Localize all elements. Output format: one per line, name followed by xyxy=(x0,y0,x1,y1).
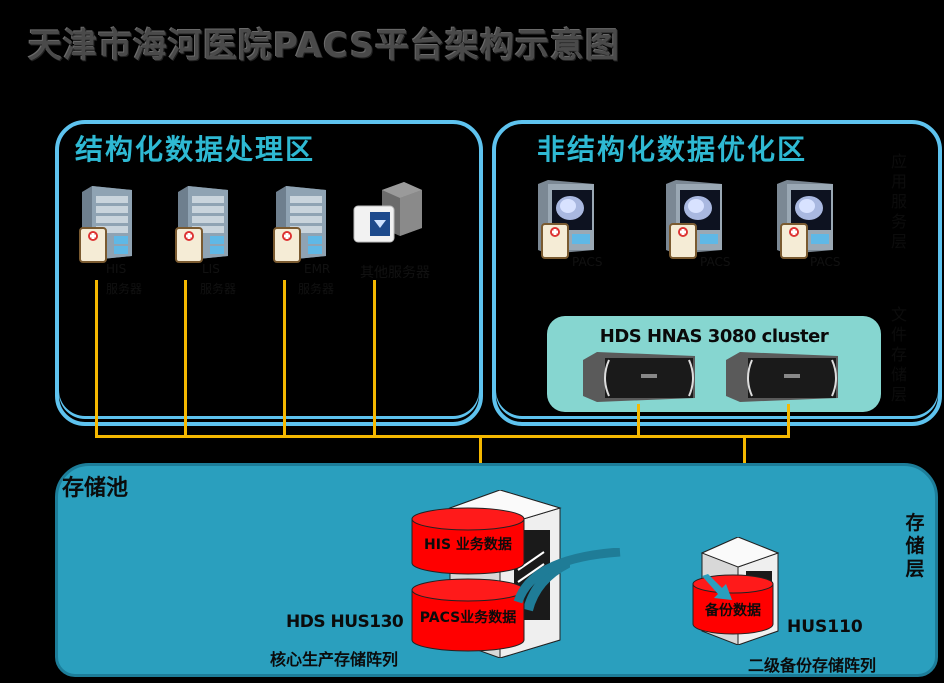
storage-pool-label: 存储池 xyxy=(62,475,129,501)
connector-bus xyxy=(95,435,790,438)
his-server-label: HIS xyxy=(106,262,127,276)
pacs-server-icon[interactable] xyxy=(666,180,734,262)
pacs-server-label: PACS xyxy=(572,255,603,269)
hus110-caption: 二级备份存储阵列 xyxy=(748,656,877,675)
replication-arrow-icon xyxy=(512,547,622,604)
structured-data-zone xyxy=(55,120,483,426)
backup-data-label: 备份数据 xyxy=(705,603,761,619)
pacs-server-icon[interactable] xyxy=(538,180,606,262)
pacs-server-icon[interactable] xyxy=(777,180,845,262)
connector-line xyxy=(184,280,187,438)
lis-server-icon[interactable] xyxy=(174,186,234,266)
connector-line xyxy=(373,280,376,438)
other-server-label: 其他服务器 xyxy=(360,265,430,281)
unstructured-zone-title: 非结构化数据优化区 xyxy=(537,133,808,166)
storage-layer-label: 存储层 xyxy=(905,512,925,580)
emr-server-label: EMR xyxy=(304,262,331,276)
connector-line xyxy=(283,280,286,438)
nas-node-icon[interactable] xyxy=(726,352,838,404)
file-storage-layer-label: 文件存储层 xyxy=(890,305,907,404)
his-server-sublabel: 服务器 xyxy=(106,282,143,296)
hus130-model-label: HDS HUS130 xyxy=(286,612,404,632)
app-layer-label: 应用服务层 xyxy=(890,152,907,251)
pacs-server-label: PACS xyxy=(700,255,731,269)
hus130-caption: 核心生产存储阵列 xyxy=(270,650,399,669)
lis-server-label: LIS xyxy=(202,262,220,276)
page-title: 天津市海河医院PACS平台架构示意图 xyxy=(28,26,621,66)
lis-server-sublabel: 服务器 xyxy=(200,282,237,296)
emr-server-icon[interactable] xyxy=(272,186,332,266)
connector-line xyxy=(95,280,98,438)
his-server-icon[interactable] xyxy=(78,186,138,266)
structured-zone-title: 结构化数据处理区 xyxy=(75,133,316,166)
backup-data-disk[interactable] xyxy=(692,574,774,636)
nas-node-icon[interactable] xyxy=(583,352,695,404)
emr-server-sublabel: 服务器 xyxy=(298,282,335,296)
connector-line xyxy=(637,404,640,438)
his-data-label: HIS 业务数据 xyxy=(424,537,512,553)
pacs-data-disk[interactable] xyxy=(411,578,525,652)
connector-line xyxy=(787,404,790,438)
unstructured-data-zone xyxy=(492,120,942,426)
hus110-model-label: HUS110 xyxy=(787,617,863,637)
workstation-icon[interactable] xyxy=(352,182,422,250)
pacs-server-label: PACS xyxy=(810,255,841,269)
his-data-disk[interactable] xyxy=(411,507,525,575)
nas-cluster-title: HDS HNAS 3080 cluster xyxy=(599,326,829,347)
pacs-data-label: PACS业务数据 xyxy=(419,610,517,626)
